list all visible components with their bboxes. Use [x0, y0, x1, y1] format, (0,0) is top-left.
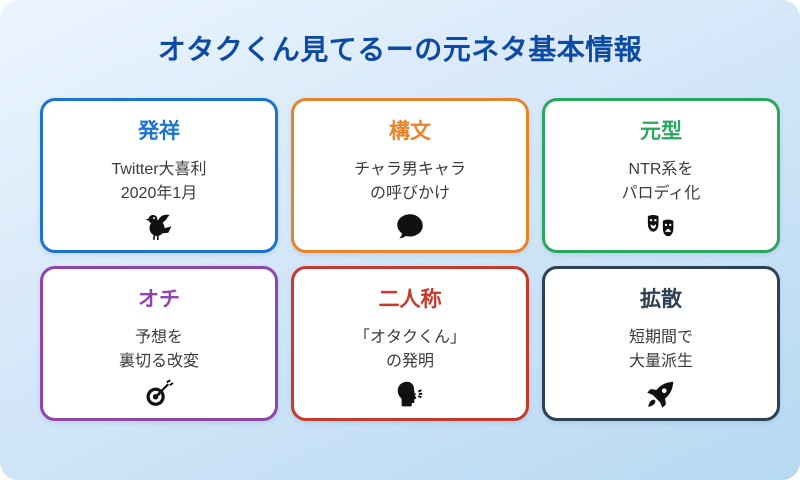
card-second-person-title: 二人称 — [378, 288, 442, 311]
card-syntax: 構文 チャラ男キャラ の呼びかけ — [291, 98, 529, 253]
theater-masks-icon — [646, 211, 676, 241]
card-punchline: オチ 予想を 裏切る改変 — [40, 266, 278, 421]
card-archetype-line-1: NTR系を — [628, 161, 694, 178]
card-archetype-title: 元型 — [640, 120, 682, 143]
speaking-head-icon — [395, 379, 425, 409]
card-origin-title: 発祥 — [138, 120, 180, 143]
card-spread: 拡散 短期間で 大量派生 — [542, 266, 780, 421]
card-punchline-line-2: 裏切る改変 — [118, 353, 199, 370]
card-archetype-line-2: パロディ化 — [621, 185, 701, 202]
card-origin: 発祥 Twitter大喜利 2020年1月 — [40, 98, 278, 253]
card-syntax-line-1: チャラ男キャラ — [354, 161, 466, 178]
page-title: オタクくん見てるーの元ネタ基本情報 — [157, 34, 643, 65]
card-second-person: 二人称 「オタクくん」 の発明 — [291, 266, 529, 421]
rocket-icon — [646, 379, 676, 409]
card-syntax-title: 構文 — [389, 120, 431, 143]
card-syntax-line-2: の呼びかけ — [369, 185, 450, 202]
card-archetype: 元型 NTR系を パロディ化 — [542, 98, 780, 253]
card-punchline-title: オチ — [138, 288, 180, 311]
card-origin-line-1: Twitter大喜利 — [111, 161, 207, 178]
card-origin-line-2: 2020年1月 — [120, 185, 198, 202]
card-second-person-line-1: 「オタクくん」 — [353, 329, 466, 346]
card-second-person-line-2: の発明 — [385, 353, 434, 370]
card-spread-title: 拡散 — [640, 288, 682, 311]
card-spread-line-2: 大量派生 — [628, 353, 693, 370]
dart-target-icon — [144, 379, 174, 409]
card-punchline-line-1: 予想を — [134, 329, 183, 346]
speech-bubble-icon — [395, 211, 425, 241]
bird-icon — [144, 211, 174, 241]
card-grid: 発祥 Twitter大喜利 2020年1月 構文 チャラ男キャラ の呼びかけ 元… — [40, 98, 780, 421]
card-spread-line-1: 短期間で — [628, 329, 693, 346]
